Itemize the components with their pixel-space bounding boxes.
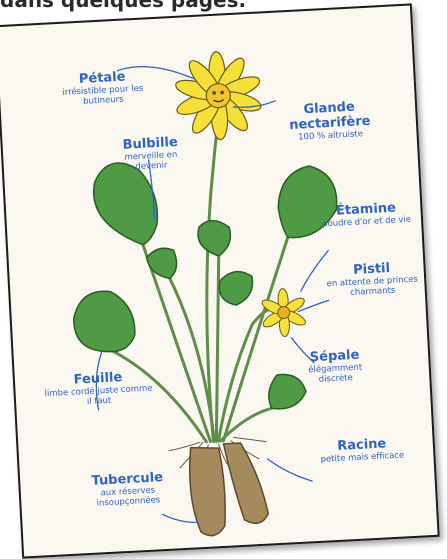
- tubers: [188, 442, 269, 537]
- label-etamine: Étamine poudre d'or et de vie: [318, 201, 414, 231]
- small-flower: [259, 287, 308, 337]
- label-feuille: Feuille limbe cordé juste comme il faut: [43, 369, 155, 409]
- label-tubercule: Tubercule aux réserves insoupçonnées: [72, 470, 184, 510]
- illustration-card: Pétale irrésistible pour les butineurs G…: [0, 3, 440, 558]
- label-glande: Glande nectarifère 100 % altruiste: [269, 99, 391, 145]
- label-bulbille: Bulbille merveille en devenir: [107, 135, 194, 174]
- page-caption: dans quelques pages.: [0, 0, 246, 12]
- main-flower: [172, 49, 265, 142]
- label-sepale: Sépale élégamment discrète: [292, 348, 379, 387]
- label-pistil: Pistil en attente de princes charmants: [321, 260, 423, 300]
- label-petale: Pétale irrésistible pour les butineurs: [47, 69, 159, 109]
